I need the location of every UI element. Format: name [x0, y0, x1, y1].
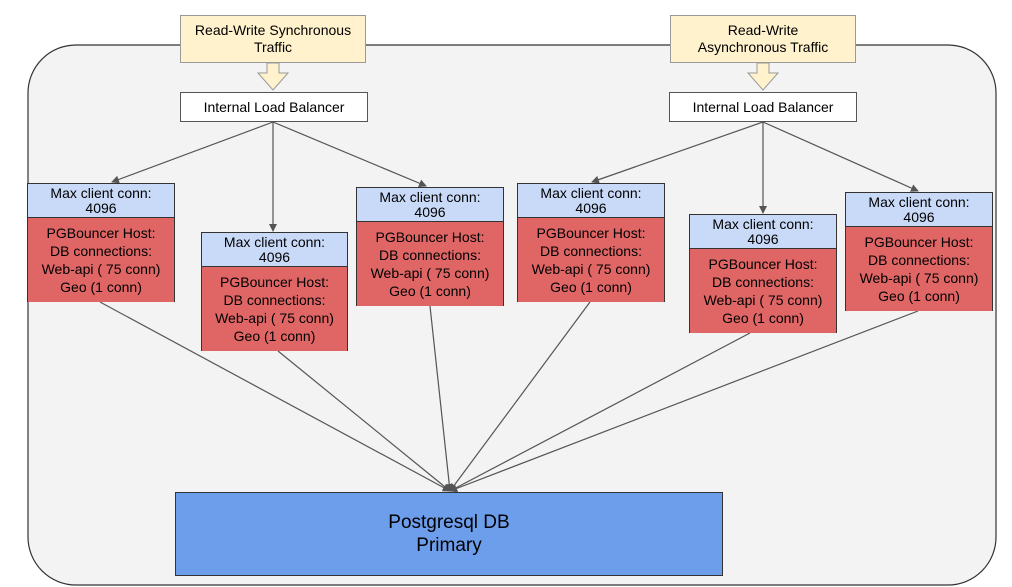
max-client-conn-label: Max client conn: — [50, 184, 152, 201]
pgbouncer-host-2: Max client conn: 4096 PGBouncer Host: DB… — [201, 232, 348, 351]
max-client-conn-value: 4096 — [747, 230, 779, 247]
max-client-conn-label: Max client conn: — [379, 188, 481, 205]
pgbouncer-line: Web-api ( 75 conn) — [703, 292, 823, 308]
pgbouncer-line: PGBouncer Host: — [536, 225, 646, 241]
pgbouncer-to-db-edge — [449, 301, 591, 492]
load-balancer-to-pgbouncer-edge — [111, 121, 274, 184]
max-client-conn-value: 4096 — [414, 203, 446, 220]
pgbouncer-line: PGBouncer Host: — [375, 229, 485, 245]
sync-traffic-box: Read-Write Synchronous Traffic — [180, 15, 366, 63]
pgbouncer-line: DB connections: — [50, 243, 152, 259]
cluster-container — [27, 44, 997, 586]
load-balancer-to-pgbouncer-edge — [762, 121, 919, 192]
max-client-conn-value: 4096 — [903, 208, 935, 225]
pgbouncer-details: PGBouncer Host: DB connections: Web-api … — [357, 222, 503, 306]
pgbouncer-host-5: Max client conn: 4096 PGBouncer Host: DB… — [689, 214, 837, 333]
pgbouncer-to-db-edge — [277, 350, 451, 492]
pgbouncer-host-1: Max client conn: 4096 PGBouncer Host: DB… — [27, 183, 175, 302]
pgbouncer-line: DB connections: — [379, 247, 481, 263]
pgbouncer-line: Web-api ( 75 conn) — [215, 310, 334, 326]
pgbouncer-to-db-edge — [99, 301, 451, 492]
max-client-conn-label: Max client conn: — [223, 233, 326, 250]
pgbouncer-to-db-edge — [449, 332, 751, 492]
sync-load-balancer: Internal Load Balancer — [180, 92, 368, 122]
traffic-flow-arrow — [746, 62, 780, 91]
pgbouncer-line: Web-api ( 75 conn) — [531, 261, 651, 277]
max-client-conn-header: Max client conn: 4096 — [357, 188, 503, 222]
max-client-conn-label: Max client conn: — [712, 215, 814, 232]
pgbouncer-line: PGBouncer Host: — [220, 274, 329, 290]
pgbouncer-line: DB connections: — [223, 292, 326, 308]
db-title: Postgresql DB — [388, 512, 510, 533]
db-subtitle: Primary — [416, 535, 482, 556]
async-load-balancer: Internal Load Balancer — [669, 92, 857, 122]
pgbouncer-details: PGBouncer Host: DB connections: Web-api … — [202, 267, 347, 351]
pgbouncer-line: Geo (1 conn) — [722, 310, 804, 326]
max-client-conn-header: Max client conn: 4096 — [690, 215, 836, 249]
pgbouncer-line: DB connections: — [540, 243, 642, 259]
load-balancer-to-pgbouncer-edge — [272, 121, 427, 187]
pgbouncer-host-3: Max client conn: 4096 PGBouncer Host: DB… — [356, 187, 504, 306]
pgbouncer-host-4: Max client conn: 4096 PGBouncer Host: DB… — [517, 183, 665, 302]
traffic-line: Read-Write Synchronous — [194, 22, 352, 38]
pgbouncer-line: DB connections: — [868, 252, 970, 268]
max-client-conn-header: Max client conn: 4096 — [518, 184, 664, 218]
pgbouncer-line: Geo (1 conn) — [878, 288, 960, 304]
pgbouncer-to-db-edge — [449, 310, 919, 493]
traffic-line: Traffic — [253, 39, 293, 55]
max-client-conn-value: 4096 — [258, 248, 291, 265]
pgbouncer-line: Geo (1 conn) — [389, 283, 471, 299]
pgbouncer-details: PGBouncer Host: DB connections: Web-api … — [690, 249, 836, 333]
max-client-conn-header: Max client conn: 4096 — [28, 184, 174, 218]
load-balancer-to-pgbouncer-edge — [591, 121, 764, 184]
pgbouncer-to-db-edge — [429, 305, 454, 492]
load-balancer-label: Internal Load Balancer — [203, 99, 345, 115]
pgbouncer-details: PGBouncer Host: DB connections: Web-api … — [28, 218, 174, 302]
max-client-conn-header: Max client conn: 4096 — [846, 193, 992, 227]
pgbouncer-line: DB connections: — [712, 274, 814, 290]
pgbouncer-line: Web-api ( 75 conn) — [859, 270, 979, 286]
async-traffic-box: Read-Write Asynchronous Traffic — [670, 15, 856, 63]
load-balancer-label: Internal Load Balancer — [692, 99, 834, 115]
pgbouncer-line: PGBouncer Host: — [46, 225, 156, 241]
postgresql-primary-db: Postgresql DB Primary — [175, 492, 723, 576]
traffic-flow-arrow — [256, 62, 290, 91]
max-client-conn-value: 4096 — [575, 199, 607, 216]
max-client-conn-header: Max client conn: 4096 — [202, 233, 347, 267]
traffic-line: Read-Write — [727, 22, 799, 38]
max-client-conn-label: Max client conn: — [540, 184, 642, 201]
pgbouncer-line: Geo (1 conn) — [60, 279, 142, 295]
max-client-conn-label: Max client conn: — [868, 193, 970, 210]
pgbouncer-line: Geo (1 conn) — [550, 279, 632, 295]
pgbouncer-line: Web-api ( 75 conn) — [41, 261, 161, 277]
pgbouncer-line: Web-api ( 75 conn) — [370, 265, 490, 281]
traffic-line: Asynchronous Traffic — [697, 39, 829, 55]
pgbouncer-host-6: Max client conn: 4096 PGBouncer Host: DB… — [845, 192, 993, 311]
pgbouncer-line: PGBouncer Host: — [708, 256, 818, 272]
max-client-conn-value: 4096 — [85, 199, 117, 216]
pgbouncer-details: PGBouncer Host: DB connections: Web-api … — [846, 227, 992, 311]
pgbouncer-details: PGBouncer Host: DB connections: Web-api … — [518, 218, 664, 302]
pgbouncer-line: PGBouncer Host: — [864, 234, 974, 250]
pgbouncer-line: Geo (1 conn) — [233, 328, 316, 344]
